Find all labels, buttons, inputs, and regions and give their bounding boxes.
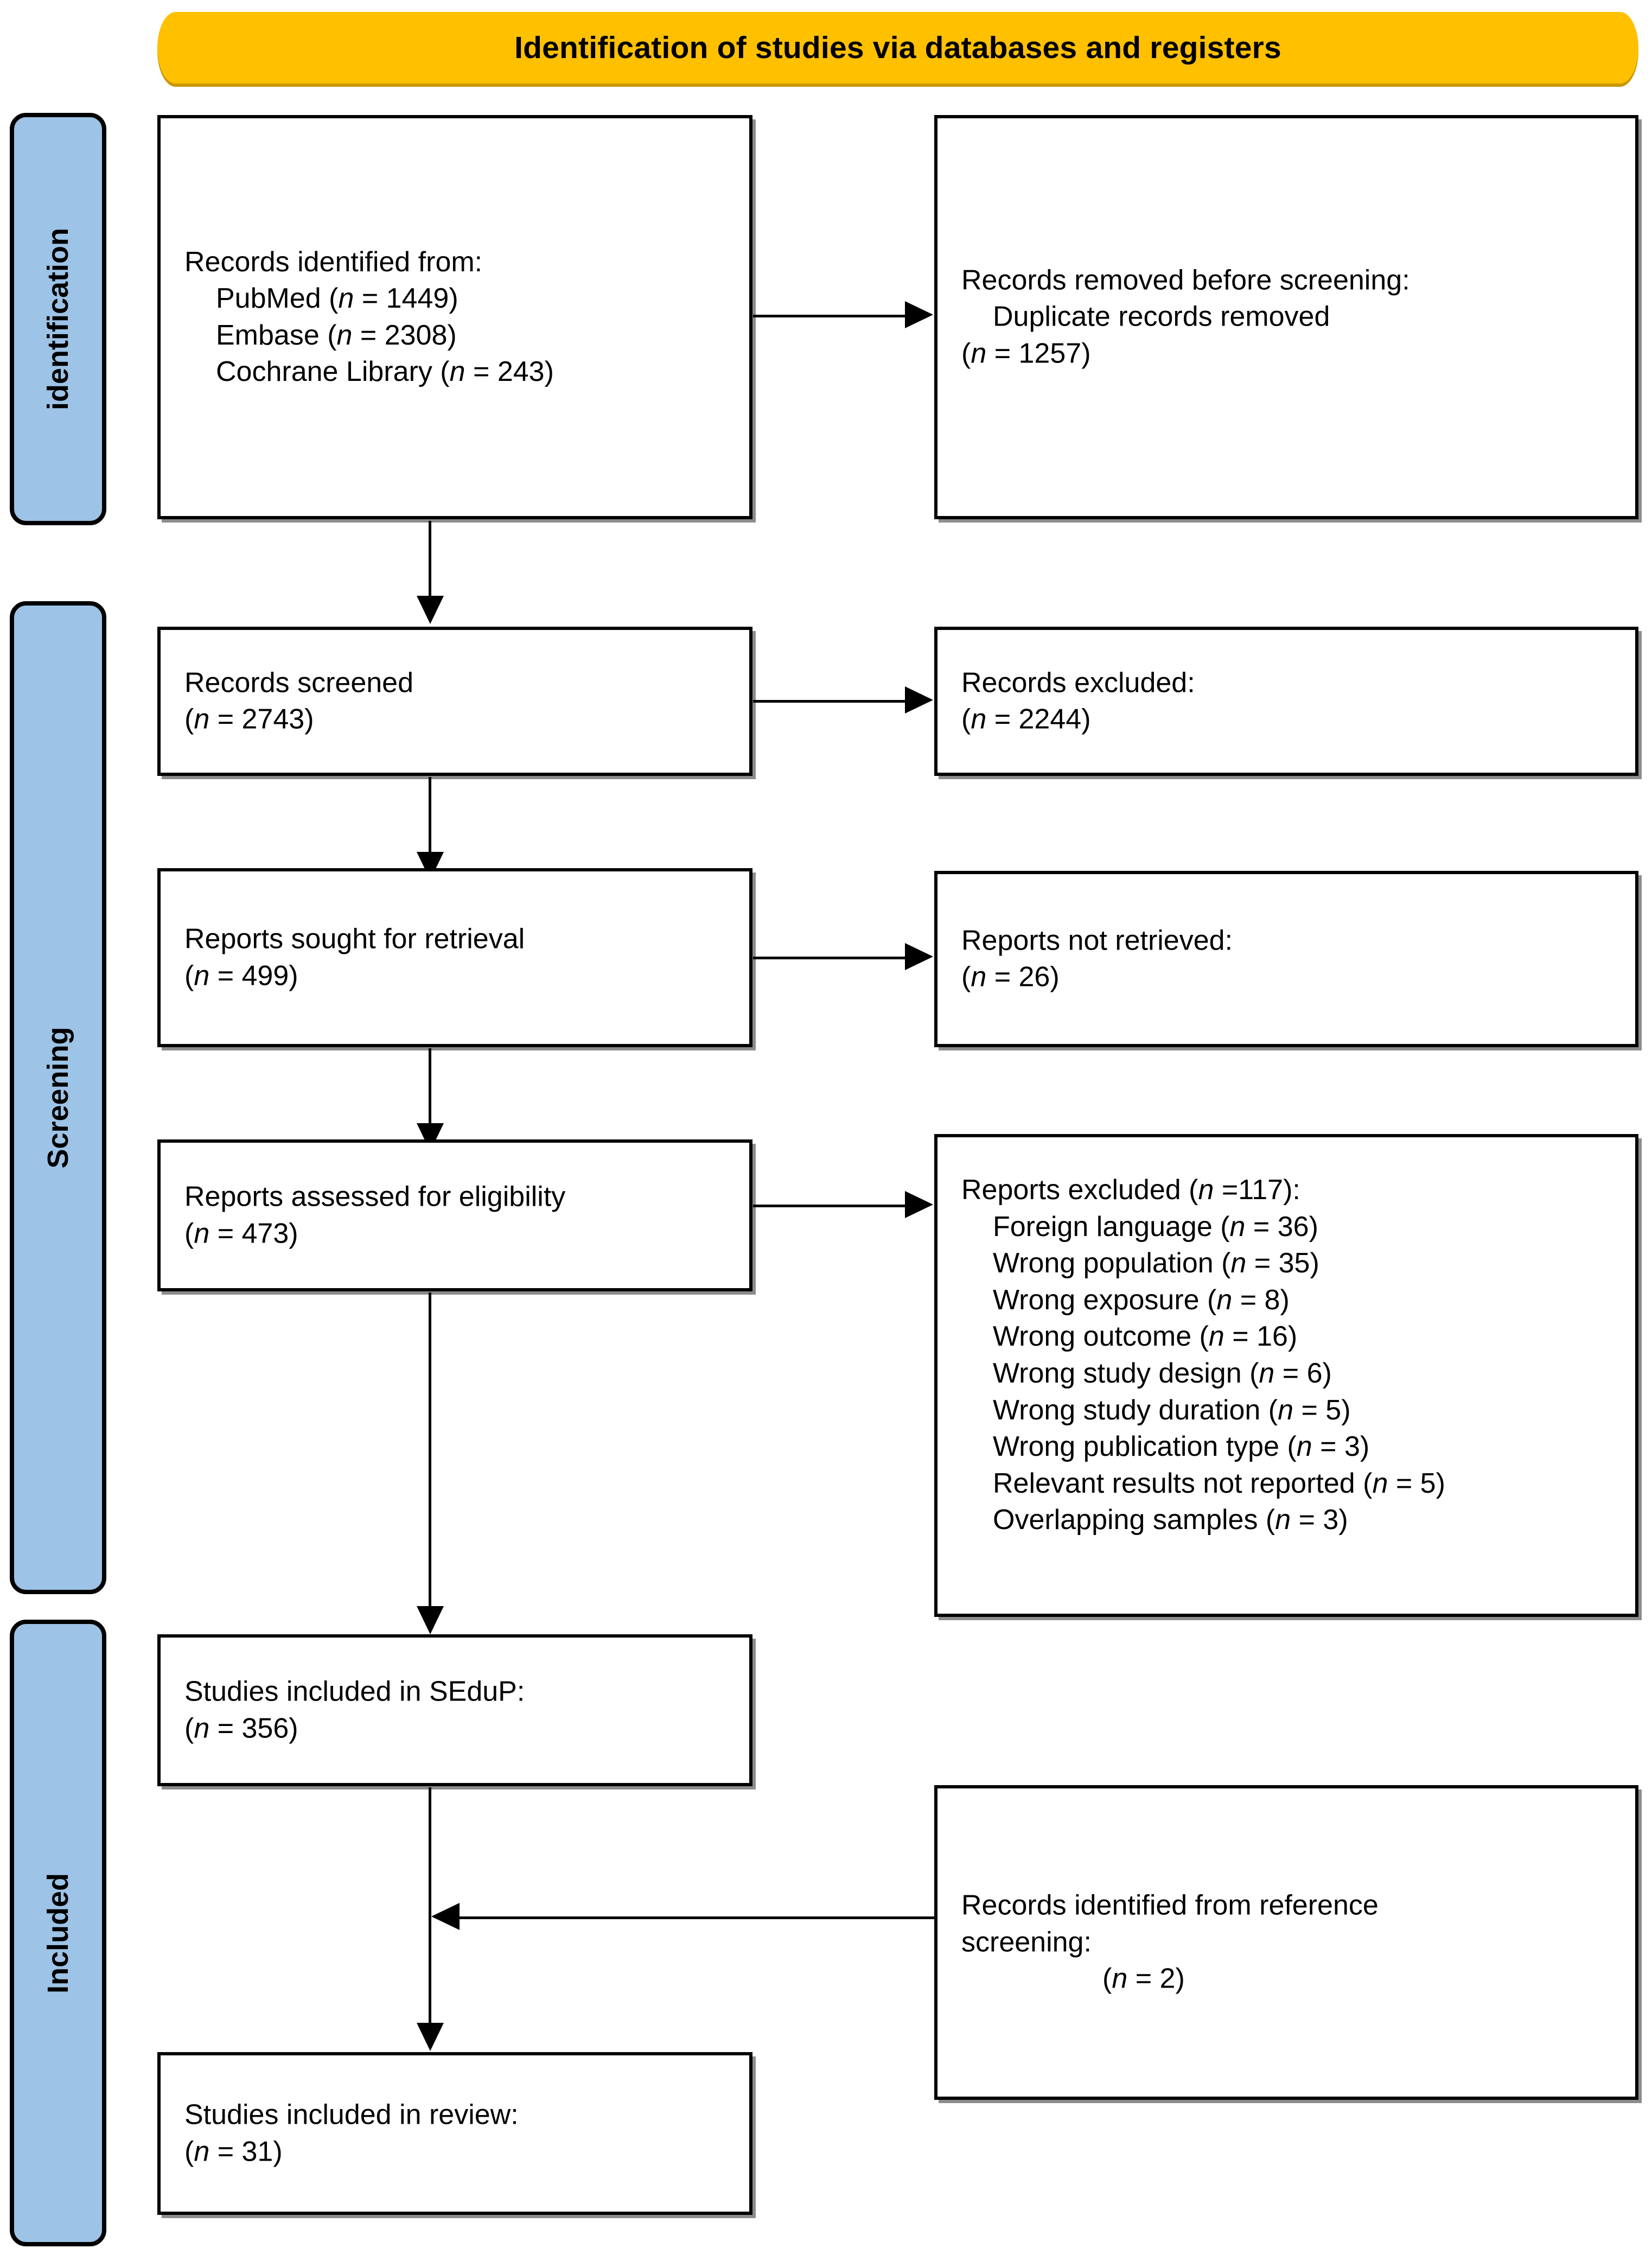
source-embase: Embase (n = 2308)	[216, 319, 457, 351]
exclusion-reason-relevant-results-not-reported: Relevant results not reported (n = 5)	[993, 1467, 1445, 1499]
exclusion-reason-wrong-outcome: Wrong outcome (n = 16)	[993, 1321, 1298, 1353]
records-screened-title: Records screened	[184, 666, 413, 698]
reports-excluded-title: Reports excluded (n =117):	[961, 1174, 1300, 1206]
box-studies-sedup-text: Studies included in SEduP: (n = 356)	[184, 1676, 525, 1744]
connector-assessed-to-excluded	[753, 1205, 906, 1207]
box-records-identified-text: Records identified from: PubMed (n = 144…	[184, 244, 736, 390]
exclusion-reason-wrong-publication-type: Wrong publication type (n = 3)	[993, 1431, 1370, 1463]
box-reports-assessed: Reports assessed for eligibility (n = 47…	[157, 1139, 752, 1291]
source-cochrane: Cochrane Library (n = 243)	[216, 356, 554, 388]
reports-sought-title: Reports sought for retrieval	[184, 923, 525, 955]
connector-sedup-to-review	[429, 1787, 431, 2026]
box-studies-review: Studies included in review: (n = 31)	[157, 2052, 752, 2215]
arrow-identified-to-removed	[905, 301, 933, 328]
box-reference-screening: Records identified from reference screen…	[934, 1785, 1638, 2100]
box-records-identified: Records identified from: PubMed (n = 144…	[157, 115, 752, 519]
reference-screening-title-line1: Records identified from reference	[961, 1889, 1379, 1921]
arrow-assessed-to-sedup	[417, 1606, 444, 1634]
connector-screened-to-sought	[429, 777, 431, 854]
box-reference-screening-text: Records identified from reference screen…	[961, 1889, 1379, 1995]
reports-assessed-title: Reports assessed for eligibility	[184, 1181, 566, 1213]
phase-band-included: Included	[10, 1620, 106, 2246]
box-reports-not-retrieved-text: Reports not retrieved: (n = 26)	[961, 924, 1233, 993]
arrow-reference-to-flow	[431, 1903, 460, 1930]
exclusion-reason-foreign-language: Foreign language (n = 36)	[993, 1211, 1318, 1243]
box-reports-excluded: Reports excluded (n =117): Foreign langu…	[934, 1134, 1638, 1617]
phase-label-identification: identification	[42, 228, 74, 410]
connector-identified-to-screened	[429, 521, 431, 598]
box-reports-assessed-text: Reports assessed for eligibility (n = 47…	[184, 1181, 566, 1249]
connector-identified-to-removed	[753, 315, 906, 317]
box-studies-review-text: Studies included in review: (n = 31)	[184, 2099, 519, 2167]
box-reports-not-retrieved: Reports not retrieved: (n = 26)	[934, 871, 1638, 1047]
exclusion-reason-overlapping-samples: Overlapping samples (n = 3)	[993, 1504, 1348, 1536]
box-reports-sought: Reports sought for retrieval (n = 499)	[157, 868, 752, 1047]
connector-sought-to-assessed	[429, 1048, 431, 1125]
connector-sought-to-not-retrieved	[753, 957, 906, 959]
records-removed-reason: Duplicate records removed	[993, 301, 1330, 333]
banner-title: Identification of studies via databases …	[514, 30, 1281, 65]
phase-label-included: Included	[42, 1873, 74, 1993]
arrow-identified-to-screened	[417, 596, 444, 624]
box-records-screened-text: Records screened (n = 2743)	[184, 666, 413, 735]
box-reports-excluded-text: Reports excluded (n =117): Foreign langu…	[961, 1172, 1622, 1539]
box-records-removed-text: Records removed before screening: Duplic…	[961, 264, 1410, 370]
exclusion-reason-wrong-study-duration: Wrong study duration (n = 5)	[993, 1394, 1351, 1426]
box-records-screened: Records screened (n = 2743)	[157, 627, 752, 776]
connector-screened-to-excluded	[753, 700, 906, 703]
records-identified-title: Records identified from:	[184, 246, 483, 278]
source-pubmed: PubMed (n = 1449)	[216, 282, 458, 314]
phase-label-screening: Screening	[42, 1027, 74, 1169]
exclusion-reason-wrong-population: Wrong population (n = 35)	[993, 1247, 1319, 1279]
identification-banner: Identification of studies via databases …	[157, 12, 1638, 84]
box-records-excluded: Records excluded: (n = 2244)	[934, 627, 1638, 776]
phase-band-screening: Screening	[10, 601, 106, 1594]
box-reports-sought-text: Reports sought for retrieval (n = 499)	[184, 923, 525, 991]
arrow-sought-to-not-retrieved	[905, 943, 933, 970]
connector-reference-to-flow	[458, 1916, 936, 1919]
records-removed-title: Records removed before screening:	[961, 264, 1410, 296]
arrow-sedup-to-review	[417, 2023, 444, 2051]
arrow-screened-to-excluded	[905, 686, 933, 714]
exclusion-reason-wrong-study-design: Wrong study design (n = 6)	[993, 1357, 1332, 1389]
box-records-excluded-text: Records excluded: (n = 2244)	[961, 666, 1195, 735]
reports-not-retrieved-title: Reports not retrieved:	[961, 924, 1233, 956]
exclusion-reason-wrong-exposure: Wrong exposure (n = 8)	[993, 1284, 1290, 1316]
arrow-assessed-to-excluded	[905, 1191, 933, 1218]
records-excluded-title: Records excluded:	[961, 666, 1195, 698]
phase-band-identification: identification	[10, 113, 106, 525]
reference-screening-title-line2: screening:	[961, 1926, 1092, 1958]
box-records-removed: Records removed before screening: Duplic…	[934, 115, 1638, 519]
connector-assessed-to-sedup	[429, 1292, 431, 1608]
studies-review-title: Studies included in review:	[184, 2099, 519, 2131]
box-studies-sedup: Studies included in SEduP: (n = 356)	[157, 1634, 752, 1786]
studies-sedup-title: Studies included in SEduP:	[184, 1676, 525, 1708]
